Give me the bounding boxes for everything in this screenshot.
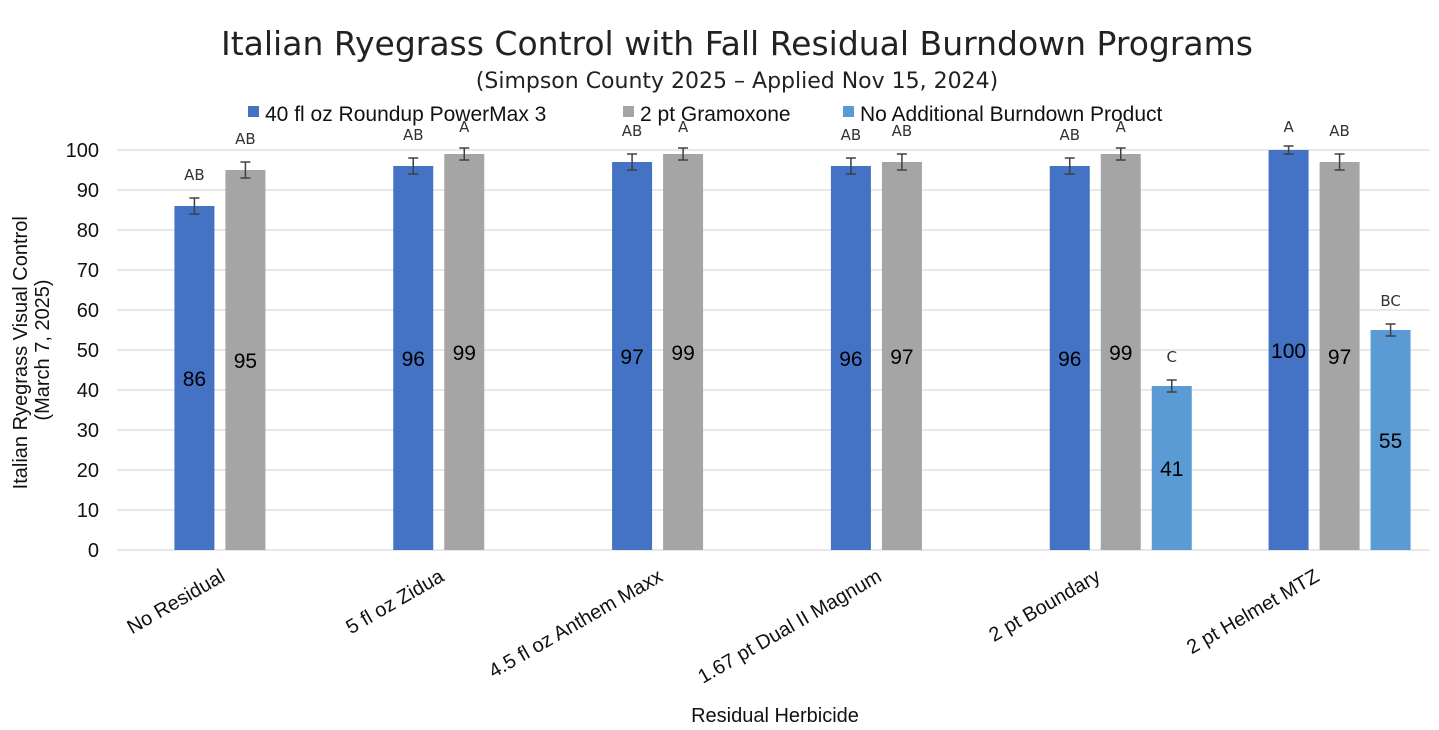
- legend: 40 fl oz Roundup PowerMax 3 2 pt Gramoxon…: [248, 103, 1163, 126]
- data-label: 97: [890, 346, 913, 369]
- bar: [393, 166, 434, 550]
- chart-subtitle: (Simpson County 2025 – Applied Nov 15, 2…: [476, 69, 998, 94]
- y-tick-label: 80: [77, 220, 99, 242]
- bar: [444, 154, 485, 550]
- data-label: 96: [1058, 348, 1081, 371]
- data-label: 95: [234, 350, 257, 373]
- data-label: 96: [839, 348, 862, 371]
- significance-letter: BC: [1380, 292, 1401, 310]
- bar: [830, 166, 871, 550]
- y-axis-title-line-1: Italian Ryegrass Visual Control: [10, 216, 32, 489]
- y-tick-label: 40: [77, 380, 99, 402]
- bar: [174, 206, 215, 550]
- bar: [612, 162, 653, 550]
- y-tick-label: 100: [66, 140, 99, 162]
- significance-letter: C: [1167, 348, 1177, 366]
- bar: [881, 162, 922, 550]
- y-tick-label: 10: [77, 500, 99, 522]
- gridlines: [117, 149, 1430, 551]
- bar: [1370, 330, 1411, 550]
- significance-letter: AB: [1329, 122, 1350, 140]
- data-label: 96: [402, 348, 425, 371]
- y-tick-label: 20: [77, 460, 99, 482]
- x-category-label: 5 fl oz Zidua: [342, 565, 448, 639]
- significance-letter: A: [459, 118, 470, 136]
- y-axis-title: Italian Ryegrass Visual Control (March 7…: [10, 211, 54, 490]
- data-label: 97: [1328, 346, 1351, 369]
- legend-swatch: [248, 106, 259, 117]
- significance-letter: A: [1116, 118, 1127, 136]
- x-category-label: No Residual: [124, 565, 229, 639]
- significance-letter: AB: [1059, 126, 1080, 144]
- y-tick-label: 50: [77, 340, 99, 362]
- legend-swatch: [843, 106, 854, 117]
- bar: [225, 170, 266, 550]
- bar: [1319, 162, 1360, 550]
- bars: 86 AB 95 AB 96 AB 99 A 97 AB 99 A 96 AB 97 AB 96 AB 99 A 41 C…: [174, 118, 1411, 550]
- bar: [1268, 150, 1309, 550]
- significance-letter: AB: [892, 122, 913, 140]
- significance-letter: A: [678, 118, 689, 136]
- data-label: 86: [183, 368, 206, 391]
- y-axis-title-line-2: (March 7, 2025): [32, 279, 54, 420]
- y-tick-label: 30: [77, 420, 99, 442]
- data-label: 100: [1271, 340, 1306, 363]
- y-tick-label: 60: [77, 300, 99, 322]
- bar: [1151, 386, 1192, 550]
- x-axis-categories: No Residual 5 fl oz Zidua 4.5 fl oz Anthem…: [124, 565, 1324, 688]
- data-label: 99: [671, 342, 694, 365]
- data-label: 41: [1160, 458, 1183, 481]
- legend-label: 40 fl oz Roundup PowerMax 3: [265, 103, 546, 126]
- x-category-label: 4.5 fl oz Anthem Maxx: [485, 565, 666, 682]
- bar: [663, 154, 704, 550]
- legend-label: No Additional Burndown Product: [860, 103, 1163, 126]
- x-axis-title: Residual Herbicide: [691, 705, 859, 727]
- data-label: 97: [620, 346, 643, 369]
- bar: [1100, 154, 1141, 550]
- bar: [1049, 166, 1090, 550]
- data-label: 99: [1109, 342, 1132, 365]
- significance-letter: AB: [841, 126, 862, 144]
- y-axis-ticks: 0 10 20 30 40 50 60 70 80 90 100: [66, 140, 99, 562]
- significance-letter: A: [1283, 118, 1294, 136]
- x-category-label: 2 pt Helmet MTZ: [1183, 565, 1323, 659]
- y-tick-label: 70: [77, 260, 99, 282]
- x-category-label: 1.67 pt Dual II Magnum: [694, 565, 885, 688]
- legend-label: 2 pt Gramoxone: [640, 103, 791, 126]
- data-label: 99: [453, 342, 476, 365]
- significance-letter: AB: [184, 166, 205, 184]
- significance-letter: AB: [622, 122, 643, 140]
- legend-swatch: [623, 106, 634, 117]
- significance-letter: AB: [403, 126, 424, 144]
- significance-letter: AB: [235, 130, 256, 148]
- y-tick-label: 90: [77, 180, 99, 202]
- chart-title: Italian Ryegrass Control with Fall Resid…: [221, 24, 1253, 63]
- data-label: 55: [1379, 430, 1402, 453]
- x-category-label: 2 pt Boundary: [985, 565, 1104, 646]
- y-tick-label: 0: [88, 540, 99, 562]
